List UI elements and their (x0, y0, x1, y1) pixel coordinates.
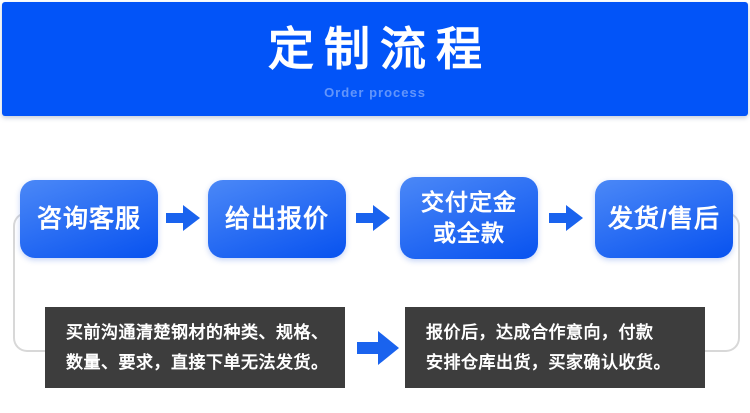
step-label: 给出报价 (224, 204, 329, 233)
step-give-quote: 给出报价 (208, 180, 346, 258)
header-banner: 定制流程 Order process (2, 2, 748, 116)
page-title: 定制流程 (268, 23, 492, 76)
note-text-line1: 买前沟通清楚钢材的种类、规格、 (66, 322, 329, 342)
note-text-line1: 报价后，达成合作意向，付款 (426, 322, 654, 342)
arrow-right-icon (356, 205, 390, 231)
step-ship-aftersale: 发货/售后 (595, 180, 733, 258)
step-label-line1: 交付定金 (421, 188, 517, 215)
arrow-right-icon (166, 205, 200, 231)
arrow-right-icon (549, 205, 583, 231)
step-label: 咨询客服 (36, 204, 141, 233)
note-text-line2: 安排仓库出货，买家确认收货。 (426, 352, 671, 372)
arrow-right-icon (357, 331, 399, 365)
note-before-purchase: 买前沟通清楚钢材的种类、规格、 数量、要求，直接下单无法发货。 (45, 307, 345, 388)
step-label-line2: 或全款 (433, 220, 505, 246)
step-pay-deposit: 交付定金 或全款 (400, 177, 538, 259)
note-after-quote: 报价后，达成合作意向，付款 安排仓库出货，买家确认收货。 (405, 307, 705, 388)
step-consult-service: 咨询客服 (20, 180, 158, 258)
page-subtitle: Order process (324, 84, 426, 100)
note-text-line2: 数量、要求，直接下单无法发货。 (66, 352, 329, 372)
step-label: 发货/售后 (608, 204, 720, 233)
